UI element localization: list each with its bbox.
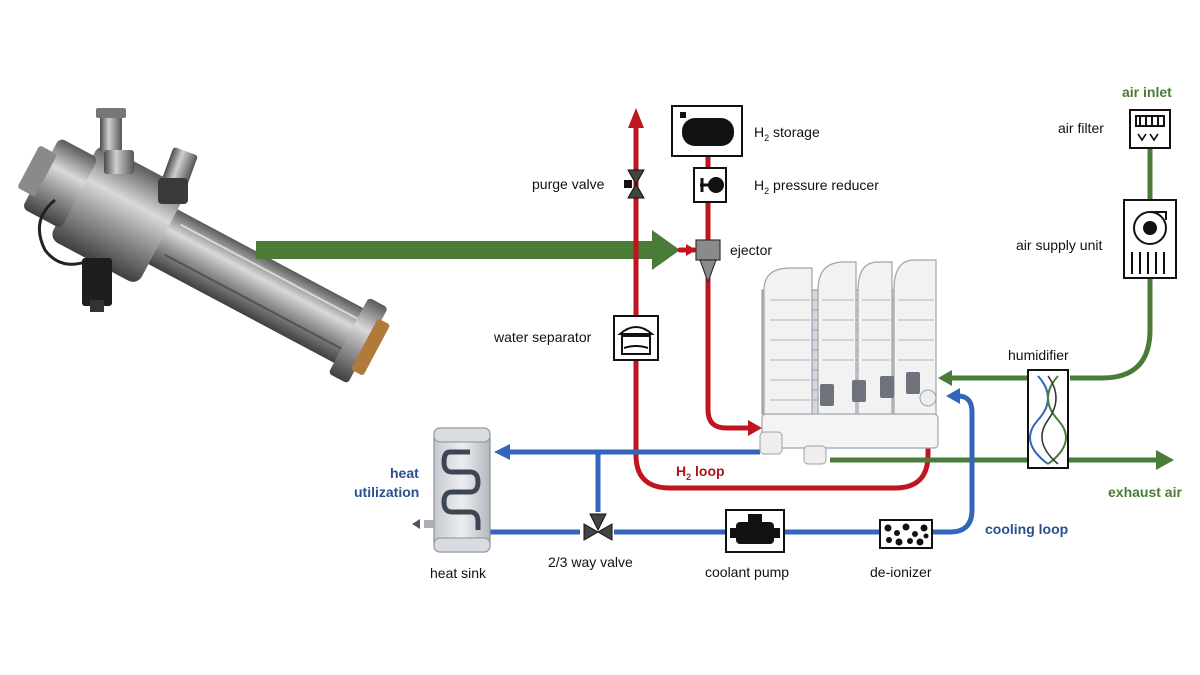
heat-sink-icon <box>412 427 491 553</box>
heat-sink-label: heat sink <box>430 565 487 581</box>
water-separator-label: water separator <box>493 329 592 345</box>
air-lines <box>830 148 1160 463</box>
stack-coolant-arrow <box>946 388 960 404</box>
air-supply-unit-icon <box>1123 199 1177 279</box>
h2-storage-label: H2 storage <box>754 124 820 143</box>
ejector-icon <box>686 239 721 284</box>
cooling-loop-label: cooling loop <box>985 521 1068 537</box>
fuel-cell-stack-icon <box>759 259 939 465</box>
coolant-pump-label: coolant pump <box>705 564 789 580</box>
exhaust-air-label: exhaust air <box>1108 484 1182 500</box>
hydrogen-lines <box>633 122 931 491</box>
exhaust-arrow <box>1156 450 1174 470</box>
heat-utilization-label-2: utilization <box>354 484 419 500</box>
humidifier-label: humidifier <box>1008 347 1069 363</box>
de-ionizer-label: de-ionizer <box>870 564 932 580</box>
purge-outlet-arrow <box>628 108 644 128</box>
stack-h2-arrow <box>748 420 762 436</box>
purge-valve-label: purge valve <box>532 176 605 192</box>
h2-storage-icon <box>671 105 743 157</box>
h2-pressure-reducer-label: H2 pressure reducer <box>754 177 879 196</box>
heat-utilization-label-1: heat <box>390 465 419 481</box>
de-ionizer-icon <box>879 519 933 549</box>
ejector-photo <box>18 108 390 383</box>
way-valve-label: 2/3 way valve <box>548 554 633 570</box>
pressure-reducer-icon <box>693 167 727 203</box>
photo-arrow <box>256 230 680 270</box>
air-supply-unit-label: air supply unit <box>1016 237 1102 253</box>
water-separator-icon <box>613 315 659 361</box>
air-filter-label: air filter <box>1058 120 1104 136</box>
air-inlet-label: air inlet <box>1122 84 1172 100</box>
coolant-pump-icon <box>725 509 785 553</box>
purge-valve-icon <box>624 169 645 199</box>
ejector-label: ejector <box>730 242 772 258</box>
coolant-lines <box>490 393 975 535</box>
h2-loop-label: H2 loop <box>676 463 725 482</box>
air-filter-icon <box>1129 109 1171 149</box>
humidifier-icon <box>1027 369 1069 469</box>
heat-sink-arrow <box>494 444 510 460</box>
way-valve-icon <box>583 513 613 541</box>
stack-air-arrow <box>938 370 952 386</box>
